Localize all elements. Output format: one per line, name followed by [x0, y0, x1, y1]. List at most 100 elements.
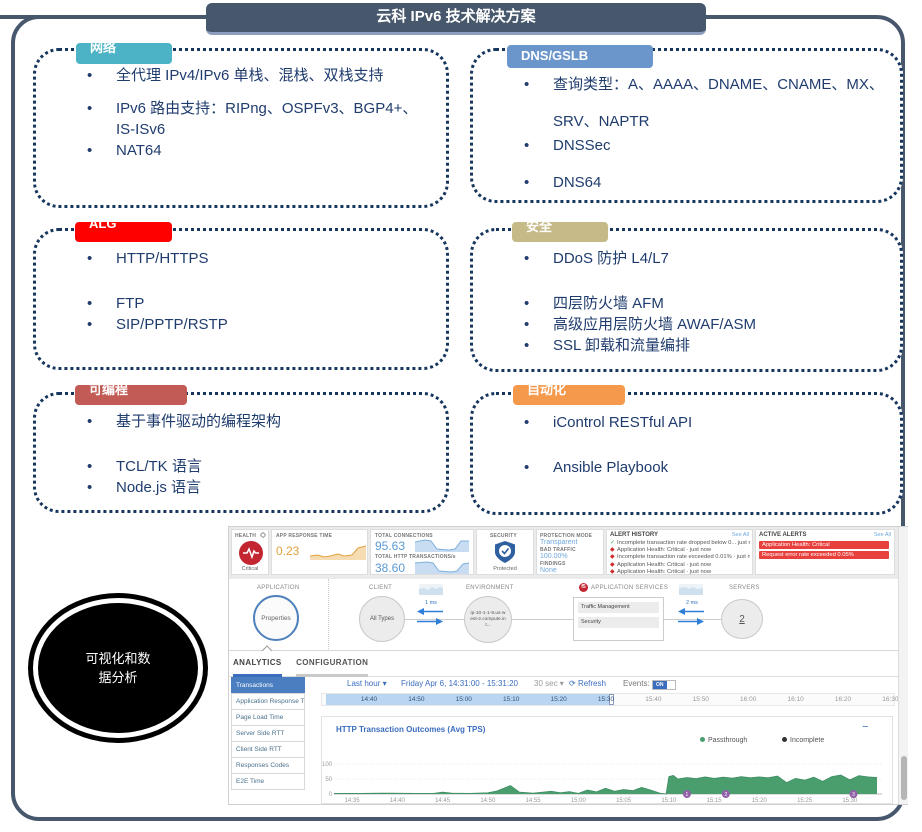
analytics-tabbar: ANALYTICS CONFIGURATION: [229, 651, 907, 677]
ruler-tick: 15:20: [550, 696, 567, 703]
bullet-list: HTTP/HTTPSFTPSIP/PPTP/RSTP: [87, 248, 436, 335]
events-toggle[interactable]: Events:ON: [623, 679, 676, 690]
svg-text:1: 1: [686, 792, 689, 798]
analytics-dashboard: HEALTH Critical APP RESPONSE TIME 0.23 T…: [228, 526, 908, 805]
tab-analytics[interactable]: ANALYTICS: [233, 651, 282, 677]
protection-label: PROTECTION MODE: [540, 533, 593, 539]
conn-value: 95.63: [375, 539, 406, 553]
server-sparkline: [679, 584, 703, 595]
ruler-tick: 15:40: [645, 696, 662, 703]
health-card: HEALTH Critical: [231, 529, 269, 575]
service-row[interactable]: Traffic Management: [578, 602, 659, 613]
bullet-item: TCL/TK 语言: [87, 456, 436, 477]
app-response-time-card: APP RESPONSE TIME 0.23: [271, 529, 368, 575]
gear-icon[interactable]: [260, 532, 266, 538]
bullet-item: 基于事件驱动的编程架构: [87, 411, 436, 432]
box-label-automation: 自动化: [513, 385, 625, 405]
active-alerts-card: ACTIVE ALERTS See All Application Health…: [755, 529, 895, 575]
active-alert-badge: Application Health: Critical: [759, 541, 889, 549]
metrics-strip: HEALTH Critical APP RESPONSE TIME 0.23 T…: [229, 527, 907, 579]
page-title: 云科 IPv6 技术解决方案: [206, 3, 706, 35]
feature-box-automation: iControl RESTful APIAnsible Playbook: [470, 392, 903, 515]
bullet-item: 查询类型：A、AAAA、DNAME、CNAME、MX、SRV、NAPTR: [524, 66, 890, 140]
latency-1: 1 ms: [425, 600, 437, 606]
client-node[interactable]: All Types: [359, 596, 405, 642]
active-alert-badge: Request error rate exceeded 0.05%: [759, 551, 889, 559]
scrollbar-thumb[interactable]: [901, 756, 907, 800]
f5-logo: f5: [579, 583, 588, 592]
visualization-ellipse: 可视化和数据分析: [28, 593, 208, 743]
svg-text:100: 100: [322, 762, 333, 768]
svg-text:15:20: 15:20: [752, 798, 768, 804]
collapse-chart-icon[interactable]: −: [862, 721, 869, 733]
active-alerts-see-all[interactable]: See All: [873, 532, 891, 538]
http-label: TOTAL HTTP TRANSACTIONS/s: [375, 554, 456, 560]
alert-history-see-all[interactable]: See All: [731, 532, 749, 538]
client-label: CLIENT: [369, 585, 393, 591]
environment-node[interactable]: ip-10-1-1-9.us-west-2.compute.int...: [464, 596, 512, 643]
sidebar-item-server-side-rtt[interactable]: Server Side RTT: [231, 725, 305, 742]
time-range-dropdown[interactable]: Last hour ▾: [347, 679, 387, 688]
security-status: Protected: [493, 566, 517, 572]
svg-text:14:50: 14:50: [480, 798, 496, 804]
interval-dropdown[interactable]: 30 sec ▾: [534, 679, 564, 688]
alert-history-item: ✓Incomplete transaction rate dropped bel…: [610, 540, 750, 546]
sidebar-item-page-load-time[interactable]: Page Load Time: [231, 709, 305, 726]
bullet-item: SIP/PPTP/RSTP: [87, 314, 436, 335]
sidebar-item-transactions[interactable]: Transactions: [231, 677, 305, 694]
bullet-item: SSL 卸载和流量编排: [524, 335, 890, 356]
bullet-item: NAT64: [87, 140, 436, 161]
box-label-dns-gslb: DNS/GSLB: [507, 45, 653, 68]
bad-traffic-value: 100.00%: [540, 553, 568, 560]
ellipse-label-line1: 可视化和数: [85, 651, 151, 666]
scrollbar[interactable]: [898, 527, 908, 804]
svg-text:14:35: 14:35: [345, 798, 361, 804]
application-label: APPLICATION: [257, 585, 300, 591]
servers-node[interactable]: 2: [721, 599, 763, 639]
refresh-button[interactable]: ⟳ Refresh: [569, 679, 606, 688]
sidebar-item-application-response-time[interactable]: Application Response Time: [231, 693, 305, 710]
feature-box-programmable: 基于事件驱动的编程架构 TCL/TK 语言Node.js 语言: [33, 392, 449, 513]
sidebar-item-client-side-rtt[interactable]: Client Side RTT: [231, 741, 305, 758]
ruler-tick: 14:40: [360, 696, 378, 703]
application-panel: APPLICATION Properties: [229, 579, 329, 651]
ellipse-label-line2: 据分析: [98, 670, 138, 685]
ruler-tick: 15:00: [455, 696, 472, 703]
svg-text:14:40: 14:40: [390, 798, 406, 804]
shield-icon: [495, 541, 515, 563]
findings-label: FINDINGS: [540, 561, 566, 567]
latency-2: 2 ms: [686, 600, 698, 606]
health-icon: [239, 541, 263, 565]
chart-card: HTTP Transaction Outcomes (Avg TPS) − Pa…: [321, 716, 893, 804]
feature-box-security: DDoS 防护 L4/L7四层防火墙 AFM高级应用层防火墙 AWAF/ASMS…: [470, 228, 903, 372]
sidebar-item-responses-codes[interactable]: Responses Codes: [231, 757, 305, 774]
alert-diamond-icon: ◆: [610, 554, 615, 561]
security-label: SECURITY: [490, 533, 517, 539]
svg-text:15:25: 15:25: [797, 798, 813, 804]
svg-text:15:30: 15:30: [842, 798, 858, 804]
properties-node[interactable]: Properties: [253, 595, 299, 641]
time-window-handle[interactable]: [609, 694, 614, 705]
bullet-list: 全代理 IPv4/IPv6 单栈、混栈、双栈支持IPv6 路由支持：RIPng、…: [87, 65, 436, 161]
bullet-item: 全代理 IPv4/IPv6 单栈、混栈、双栈支持: [87, 65, 436, 86]
box-label-programmable: 可编程: [75, 385, 187, 405]
conn-label: TOTAL CONNECTIONS: [375, 533, 433, 539]
bullet-item: Node.js 语言: [87, 477, 436, 498]
security-card: SECURITY Protected: [476, 529, 534, 575]
bullet-list: DDoS 防护 L4/L7四层防火墙 AFM高级应用层防火墙 AWAF/ASMS…: [524, 248, 890, 356]
check-icon: ✓: [610, 540, 615, 546]
arrow-right-icon: [678, 618, 704, 625]
sidebar-item-e2e-time[interactable]: E2E Time: [231, 773, 305, 790]
servers-label: SERVERS: [729, 585, 760, 591]
service-row[interactable]: Security: [578, 617, 659, 628]
bullet-item: DNS64: [524, 172, 890, 193]
alert-history-item: ◆Application Health: Critical · just now: [610, 547, 712, 554]
svg-text:0: 0: [329, 792, 333, 798]
tab-configuration[interactable]: CONFIGURATION: [296, 651, 369, 677]
art-label: APP RESPONSE TIME: [276, 533, 333, 539]
selected-time-window[interactable]: [326, 694, 610, 705]
health-label: HEALTH: [235, 533, 257, 539]
